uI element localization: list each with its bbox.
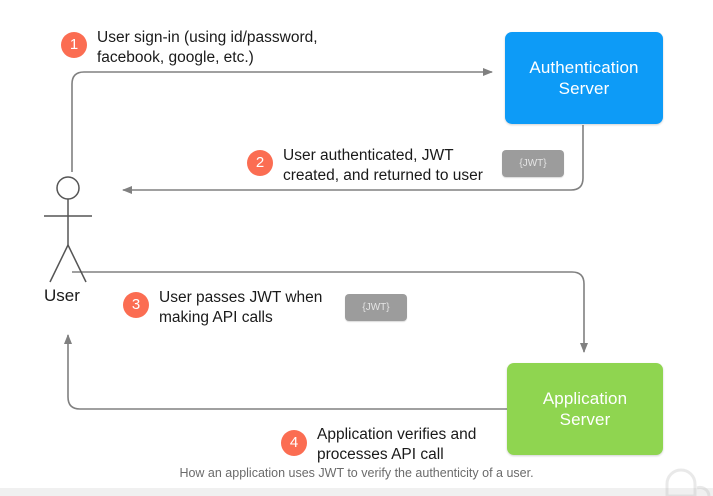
step-text-4: Application verifies and processes API c…: [317, 426, 477, 463]
step-text-3: User passes JWT when making API calls: [159, 289, 323, 326]
step-badge-3: 3: [123, 292, 149, 318]
step-badge-2: 2: [247, 150, 273, 176]
arrow-step-2: [122, 125, 584, 194]
node-application-server-label: Application Server: [542, 389, 628, 429]
step-badge-1: 1: [61, 32, 87, 58]
jwt-token-chip-step-3: {JWT}: [345, 294, 407, 321]
node-authentication-server[interactable]: Authentication Server: [505, 32, 663, 124]
jwt-token-chip-step-2: {JWT}: [502, 150, 564, 177]
bottom-divider-band: [0, 488, 713, 496]
arrow-step-4: [64, 334, 508, 410]
diagram-caption: How an application uses JWT to verify th…: [179, 466, 534, 480]
arrow-step-1: [71, 68, 493, 172]
step-badge-4: 4: [281, 430, 307, 456]
step-text-1: User sign-in (using id/password, faceboo…: [97, 29, 318, 66]
step-text-2: User authenticated, JWT created, and ret…: [283, 147, 483, 184]
node-authentication-server-label: Authentication Server: [529, 58, 639, 98]
node-application-server[interactable]: Application Server: [507, 363, 663, 455]
stick-figure-person-icon: [44, 176, 92, 283]
arrow-step-3: [72, 271, 588, 353]
watermark-logo-icon: [665, 468, 711, 496]
actor-label-user: User: [44, 286, 80, 305]
